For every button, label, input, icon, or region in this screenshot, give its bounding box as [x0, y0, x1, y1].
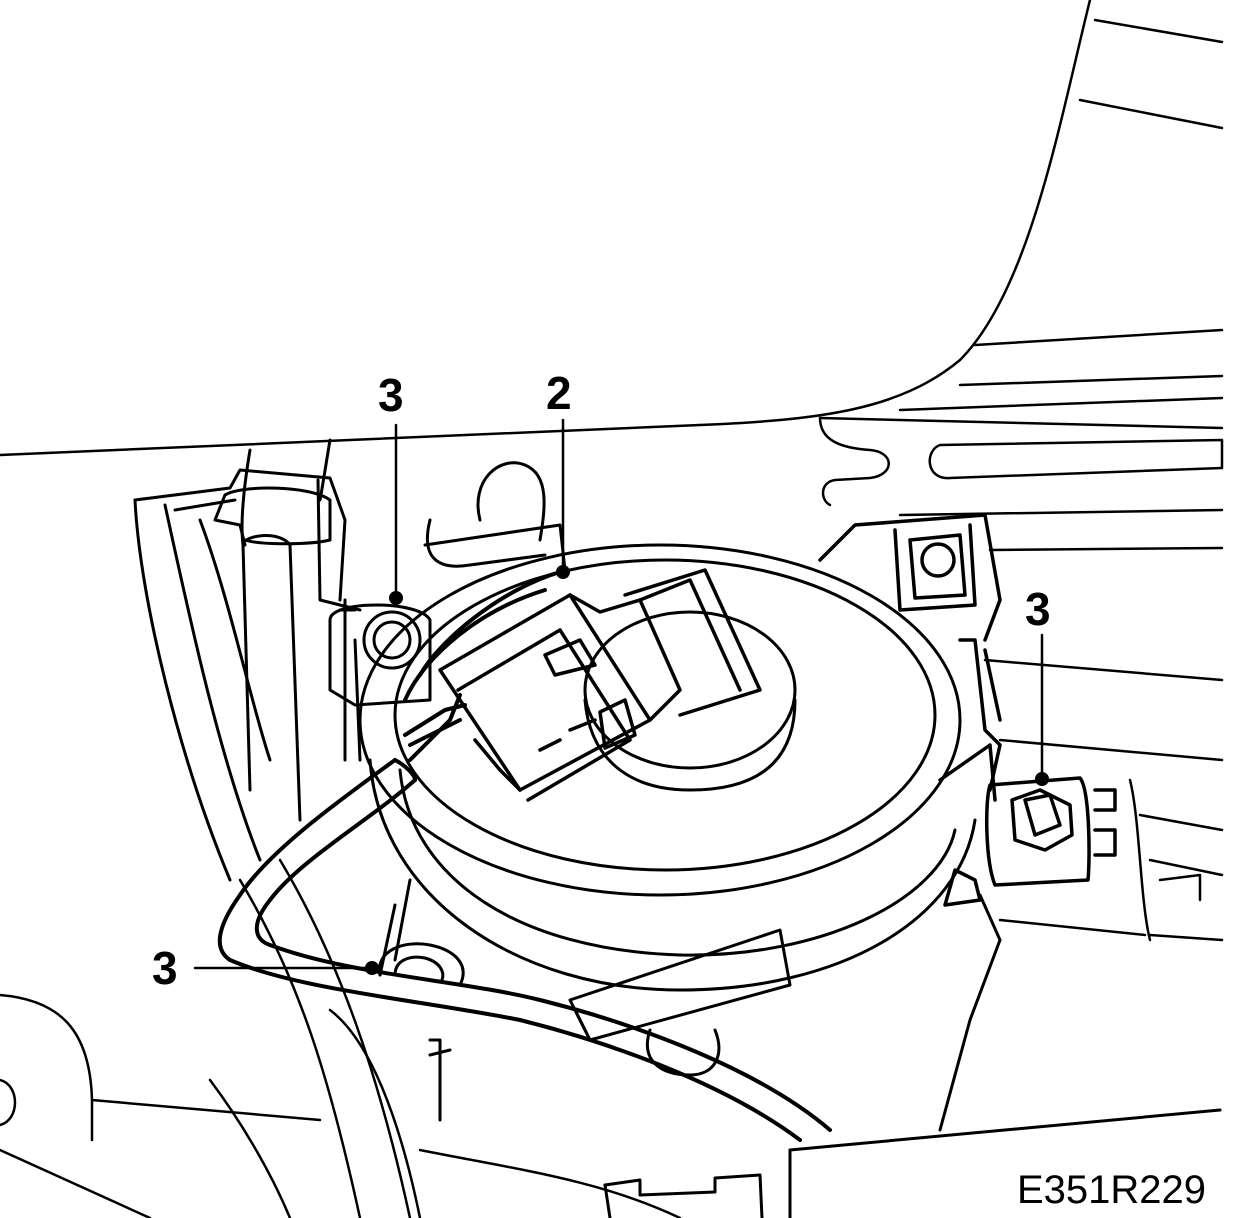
- right-bracket: [818, 513, 1002, 802]
- leader-dot-top-left: [389, 591, 403, 605]
- leader-dots: [365, 565, 1049, 975]
- wiring-harness: [217, 570, 832, 1142]
- figure-id: E351R229: [1016, 1168, 1206, 1212]
- leader-lines: [193, 418, 1044, 970]
- leader-dot-top-center: [556, 565, 570, 579]
- upper-panel: [0, 0, 1224, 552]
- callout-label-top-left: 3: [378, 369, 404, 421]
- callout-label-top-center: 2: [546, 367, 572, 419]
- right-mounting-bolt: [943, 776, 1117, 907]
- leader-dot-right: [1035, 772, 1049, 786]
- leader-dot-bottom-left: [365, 961, 379, 975]
- callout-label-right: 3: [1025, 583, 1051, 635]
- callout-label-bottom-left: 3: [152, 942, 178, 994]
- lower-housing: [378, 878, 1222, 1218]
- airbag-connector: [438, 568, 762, 802]
- left-bracket: [133, 468, 362, 882]
- lower-left-structure: [0, 858, 682, 1218]
- right-panel-lines: [983, 658, 1224, 942]
- left-tube: [213, 438, 332, 822]
- clockspring-body: [358, 461, 977, 992]
- left-mounting-bolt: [328, 598, 432, 762]
